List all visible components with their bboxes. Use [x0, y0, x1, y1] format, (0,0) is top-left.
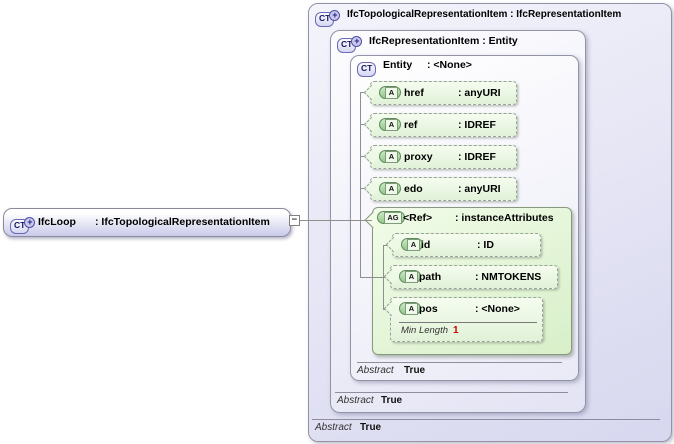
- attribute-name: proxy: [404, 151, 433, 163]
- abstract-label: Abstract: [315, 422, 352, 433]
- connector-line: [300, 220, 372, 221]
- attribute-name: ref: [404, 119, 418, 131]
- attribute-icon: A: [379, 150, 401, 163]
- complextype-icon: CT: [357, 58, 377, 77]
- attribute-row[interactable]: A href : anyURI: [370, 81, 517, 105]
- attribute-row[interactable]: A proxy : IDREF: [370, 145, 517, 169]
- attribute-type: : IDREF: [458, 151, 496, 163]
- attribute-icon: A: [401, 238, 423, 251]
- attribute-row[interactable]: A pos : <None> Min Length 1: [390, 297, 543, 342]
- attribute-type: : <None>: [475, 303, 520, 315]
- attribute-type: : anyURI: [458, 87, 501, 99]
- attribute-icon: A: [379, 182, 401, 195]
- attribute-type: : NMTOKENS: [475, 271, 542, 283]
- separator: [335, 392, 568, 393]
- attribute-row[interactable]: A path : NMTOKENS: [390, 265, 558, 289]
- plus-badge-icon: +: [24, 217, 36, 228]
- attribute-type: : IDREF: [458, 119, 496, 131]
- plus-badge-icon: +: [351, 36, 363, 47]
- facet-value: 1: [453, 325, 459, 336]
- attribute-icon: A: [379, 118, 401, 131]
- collapse-button[interactable]: −: [289, 215, 300, 226]
- complextype-title: IfcRepresentationItem : Entity: [369, 35, 518, 47]
- element-box-ifcloop[interactable]: CT + IfcLoop : IfcTopologicalRepresentat…: [3, 208, 291, 237]
- attribute-name: edo: [404, 183, 423, 195]
- separator: [357, 362, 562, 363]
- connector-line: [360, 277, 392, 278]
- attribute-name: id: [421, 239, 431, 251]
- attribute-group-type: : instanceAttributes: [455, 212, 554, 224]
- attribute-row[interactable]: A ref : IDREF: [370, 113, 517, 137]
- complextype-title: IfcTopologicalRepresentationItem : IfcRe…: [347, 9, 622, 20]
- complextype-icon: CT +: [337, 34, 363, 53]
- complextype-basetype: : <None>: [427, 59, 472, 71]
- attribute-group-name: <Ref>: [403, 212, 433, 224]
- attribute-icon: A: [399, 270, 421, 283]
- attribute-type: : ID: [477, 239, 494, 251]
- connector-line: [383, 245, 384, 310]
- separator: [312, 419, 660, 420]
- element-type: : IfcTopologicalRepresentationItem: [95, 216, 270, 228]
- attribute-group-icon: AG: [377, 211, 405, 224]
- attribute-icon: A: [379, 86, 401, 99]
- abstract-value: True: [381, 395, 403, 406]
- complextype-name: Entity: [383, 59, 413, 71]
- element-name: IfcLoop: [38, 216, 76, 228]
- facet-label: Min Length: [401, 325, 449, 336]
- facet-separator: [399, 322, 537, 323]
- complextype-icon: CT +: [10, 215, 36, 234]
- abstract-value: True: [404, 365, 426, 376]
- complextype-icon: CT +: [315, 8, 341, 27]
- attribute-name: pos: [419, 303, 438, 315]
- abstract-label: Abstract: [357, 365, 394, 376]
- plus-badge-icon: +: [329, 10, 341, 21]
- connector-line: [360, 92, 361, 278]
- attribute-type: : anyURI: [458, 183, 501, 195]
- attribute-row[interactable]: A edo : anyURI: [370, 177, 517, 201]
- attribute-row[interactable]: A id : ID: [392, 233, 541, 257]
- attribute-icon: A: [399, 302, 421, 315]
- abstract-value: True: [360, 422, 382, 433]
- abstract-label: Abstract: [337, 395, 374, 406]
- attribute-name: href: [404, 87, 424, 99]
- attribute-name: path: [419, 271, 442, 283]
- minus-icon: −: [291, 215, 298, 225]
